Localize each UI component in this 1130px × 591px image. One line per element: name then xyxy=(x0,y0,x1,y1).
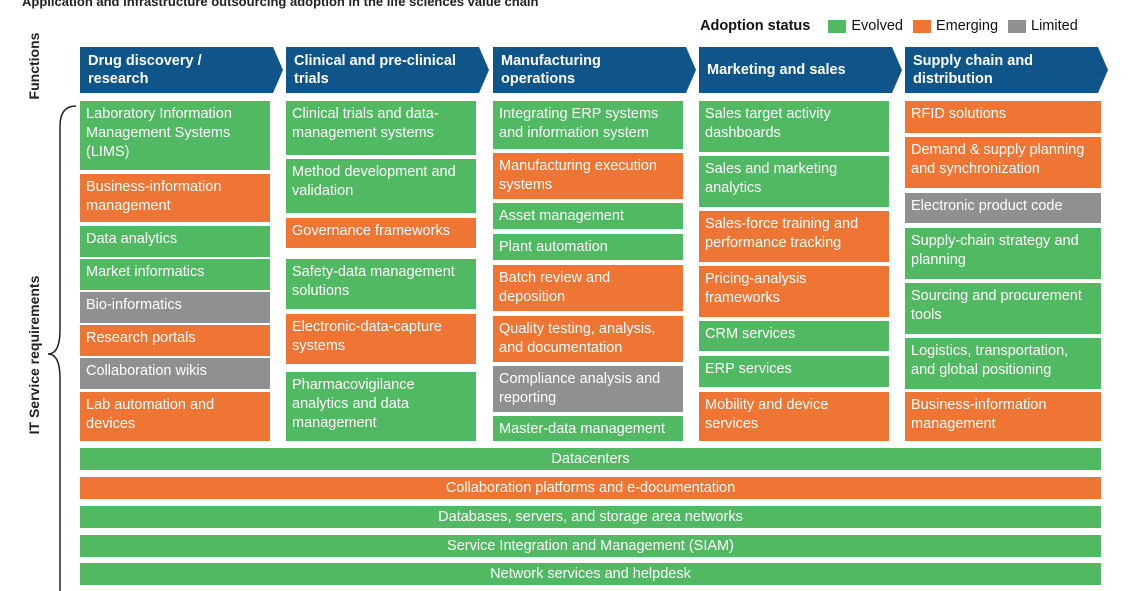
functions-label: Functions xyxy=(26,32,42,100)
service-cell-business-information-management: Business-information management xyxy=(905,392,1101,441)
legend-swatch-limited xyxy=(1008,19,1027,33)
service-cell-research-portals: Research portals xyxy=(80,325,270,356)
service-cell-electronic-product-code: Electronic product code xyxy=(905,193,1101,223)
legend-label-emerging: Emerging xyxy=(935,18,999,34)
it-service-label: IT Service requirements xyxy=(26,275,42,435)
infrastructure-bar-databases-servers-and-storage-area-networks: Databases, servers, and storage area net… xyxy=(80,506,1101,528)
brace-icon xyxy=(47,105,77,591)
function-header-label: Marketing and sales xyxy=(707,62,846,78)
service-cell-sales-force-training-and-performance-tracking: Sales-force training and performance tra… xyxy=(699,211,889,262)
legend-swatch-emerging xyxy=(912,19,931,33)
service-cell-pharmacovigilance-analytics-and-data-management: Pharmacovigilance analytics and data man… xyxy=(286,372,476,441)
legend-label-evolved: Evolved xyxy=(851,18,903,34)
service-cell-integrating-erp-systems-and-information-system: Integrating ERP systems and information … xyxy=(493,101,683,149)
infrastructure-bar-datacenters: Datacenters xyxy=(80,448,1101,470)
service-cell-clinical-trials-and-data-management-systems: Clinical trials and data-management syst… xyxy=(286,101,476,155)
function-header-label: Drug discovery / research xyxy=(88,53,202,87)
service-cell-method-development-and-validation: Method development and validation xyxy=(286,159,476,213)
service-cell-pricing-analysis-frameworks: Pricing-analysis frameworks xyxy=(699,266,889,317)
service-cell-asset-management: Asset management xyxy=(493,203,683,229)
service-cell-data-analytics: Data analytics xyxy=(80,226,270,257)
service-cell-sales-and-marketing-analytics: Sales and marketing analytics xyxy=(699,156,889,207)
service-cell-erp-services: ERP services xyxy=(699,356,889,387)
service-cell-demand-supply-planning-and-synchronization: Demand & supply planning and synchroniza… xyxy=(905,137,1101,188)
diagram-title: Application and infrastructure outsourci… xyxy=(22,0,539,9)
service-cell-sales-target-activity-dashboards: Sales target activity dashboards xyxy=(699,101,889,152)
service-cell-laboratory-information-management-systems-lims: Laboratory Information Management System… xyxy=(80,101,270,170)
function-header-drug-discovery-research: Drug discovery / research xyxy=(80,47,283,93)
service-cell-sourcing-and-procurement-tools: Sourcing and procurement tools xyxy=(905,283,1101,334)
service-cell-compliance-analysis-and-reporting: Compliance analysis and reporting xyxy=(493,366,683,412)
function-header-label: Supply chain and distribution xyxy=(913,53,1034,87)
legend-swatch-evolved xyxy=(828,19,847,33)
service-cell-market-informatics: Market informatics xyxy=(80,259,270,290)
service-cell-mobility-and-device-services: Mobility and device services xyxy=(699,392,889,441)
service-cell-crm-services: CRM services xyxy=(699,321,889,351)
infrastructure-bar-collaboration-platforms-and-e-documentation: Collaboration platforms and e-documentat… xyxy=(80,477,1101,499)
service-cell-electronic-data-capture-systems: Electronic-data-capture systems xyxy=(286,314,476,364)
service-cell-supply-chain-strategy-and-planning: Supply-chain strategy and planning xyxy=(905,228,1101,279)
function-header-label: Clinical and pre-clinical trials xyxy=(294,53,456,87)
service-cell-collaboration-wikis: Collaboration wikis xyxy=(80,358,270,389)
service-cell-manufacturing-execution-systems: Manufacturing execution systems xyxy=(493,153,683,199)
infrastructure-bar-service-integration-and-management-siam: Service Integration and Management (SIAM… xyxy=(80,535,1101,557)
service-cell-governance-frameworks: Governance frameworks xyxy=(286,218,476,248)
function-header-manufacturing-operations: Manufacturing operations xyxy=(493,47,696,93)
service-cell-logistics-transportation-and-global-positioning: Logistics, transportation, and global po… xyxy=(905,338,1101,389)
service-cell-rfid-solutions: RFID solutions xyxy=(905,101,1101,133)
service-cell-quality-testing-analysis-and-documentation: Quality testing, analysis, and documenta… xyxy=(493,316,683,362)
legend: Adoption status Evolved Emerging Limited xyxy=(700,16,1088,36)
function-header-clinical-and-pre-clinical-trials: Clinical and pre-clinical trials xyxy=(286,47,489,93)
function-header-label: Manufacturing operations xyxy=(501,53,601,87)
service-cell-batch-review-and-deposition: Batch review and deposition xyxy=(493,265,683,311)
service-cell-master-data-management: Master-data management xyxy=(493,416,683,441)
infrastructure-bar-network-services-and-helpdesk: Network services and helpdesk xyxy=(80,563,1101,585)
legend-title: Adoption status xyxy=(700,18,811,34)
service-cell-safety-data-management-solutions: Safety-data management solutions xyxy=(286,259,476,309)
function-header-supply-chain-and-distribution: Supply chain and distribution xyxy=(905,47,1108,93)
service-cell-bio-informatics: Bio-informatics xyxy=(80,292,270,323)
service-cell-plant-automation: Plant automation xyxy=(493,234,683,260)
function-header-marketing-and-sales: Marketing and sales xyxy=(699,47,902,93)
service-cell-business-information-management: Business-information management xyxy=(80,174,270,222)
legend-label-limited: Limited xyxy=(1031,18,1078,34)
service-cell-lab-automation-and-devices: Lab automation and devices xyxy=(80,392,270,441)
